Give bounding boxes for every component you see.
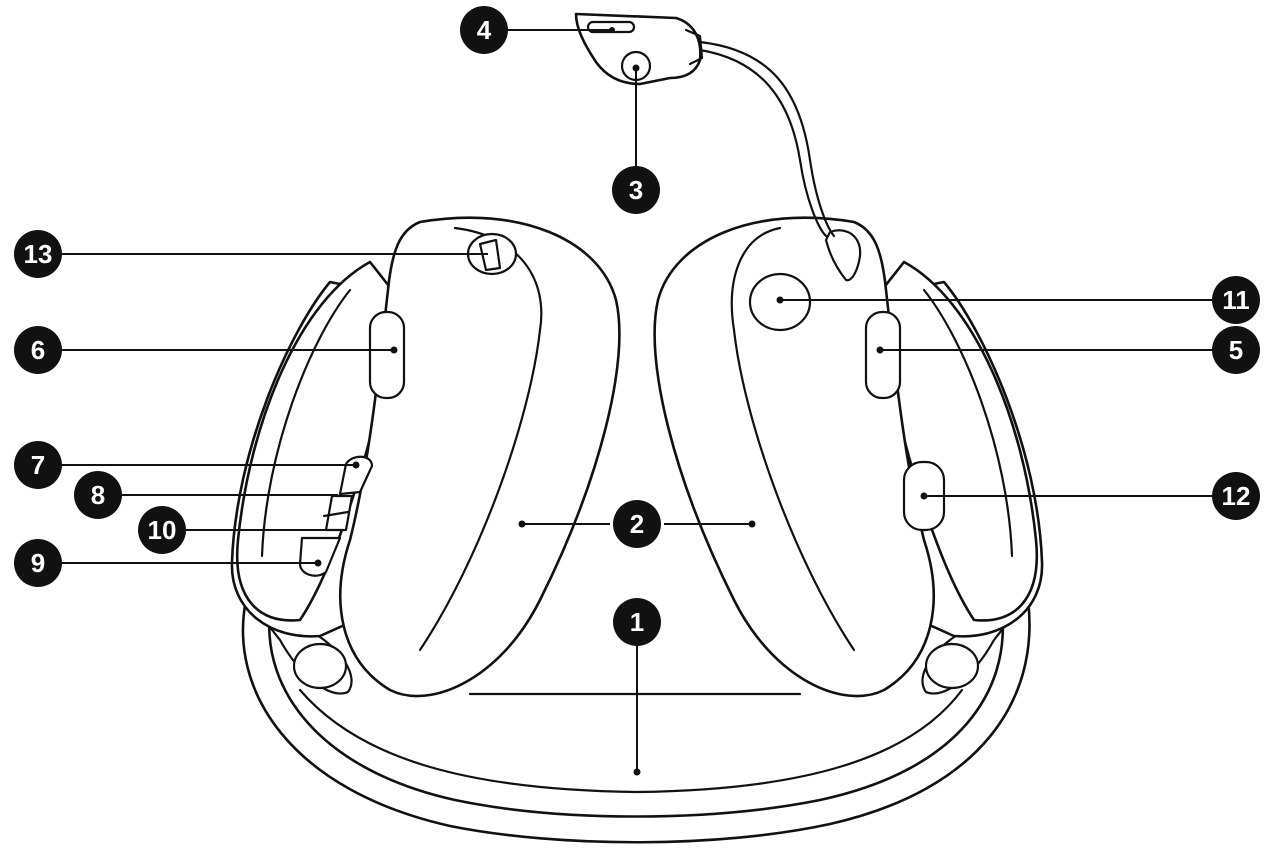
svg-text:3: 3 [629,175,643,205]
left-bottom-button [298,536,342,577]
callout-11: 11 [1212,276,1260,324]
svg-text:11: 11 [1222,285,1250,315]
svg-text:9: 9 [31,548,45,578]
svg-text:2: 2 [630,509,644,539]
svg-text:4: 4 [477,15,492,45]
microphone-boom [698,40,836,238]
svg-text:5: 5 [1229,335,1243,365]
callout-8: 8 [74,471,122,519]
svg-text:13: 13 [24,239,53,269]
left-slot-button [368,310,406,400]
svg-text:10: 10 [148,515,177,545]
mic-base [824,229,862,282]
callout-5: 5 [1212,326,1260,374]
callout-6: 6 [14,326,62,374]
callout-9: 9 [14,539,62,587]
left-top-button [338,455,374,496]
callout-3: 3 [612,166,660,214]
svg-text:8: 8 [91,480,105,510]
callout-4: 4 [460,6,508,54]
callout-13: 13 [14,230,62,278]
left-earcup [230,216,621,698]
mic-head [574,12,704,86]
svg-text:6: 6 [31,335,45,365]
callout-1: 1 [613,598,661,646]
right-earcup [653,216,1044,698]
callout-10: 10 [138,506,186,554]
callouts: 1 2 3 4 5 6 7 8 [14,6,1260,646]
svg-text:1: 1 [630,607,644,637]
svg-text:12: 12 [1222,481,1251,511]
svg-text:7: 7 [31,450,45,480]
callout-7: 7 [14,441,62,489]
callout-2: 2 [613,500,661,548]
right-slot-button [864,310,902,400]
callout-12: 12 [1212,472,1260,520]
leader-lines [60,27,1214,776]
